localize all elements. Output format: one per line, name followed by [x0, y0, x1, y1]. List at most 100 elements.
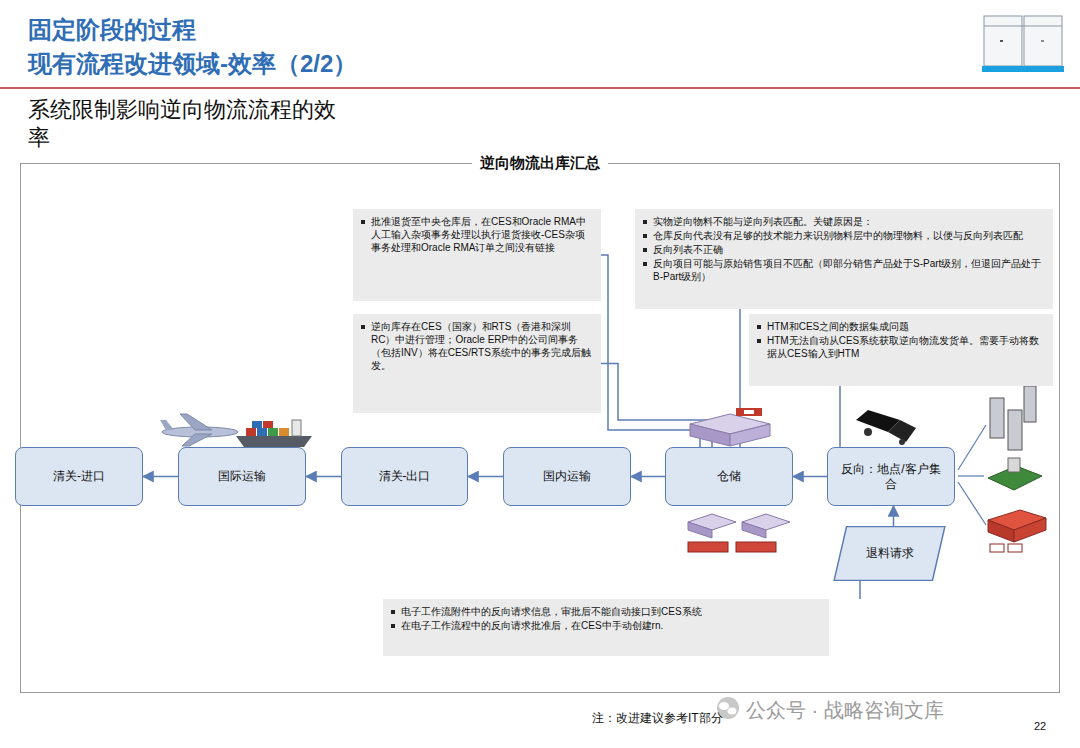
server-picture	[990, 386, 1036, 450]
issue-note: 批准退货至中央仓库后，在CES和Oracle RMA中人工输入杂项事务处理以执行…	[353, 209, 601, 301]
ship-picture	[236, 436, 312, 447]
truck-picture	[888, 420, 916, 442]
process-box: 国际运输	[178, 447, 306, 506]
slide-heading: 系统限制影响逆向物流流程的效率	[28, 96, 348, 151]
bullet-marker	[391, 624, 395, 628]
bullet-item: 反向项目可能与原始销售项目不匹配（即部分销售产品处于S-Part级别，但退回产品…	[643, 257, 1045, 283]
note-text: 实物逆向物料不能与逆向列表匹配。关键原因是：	[653, 215, 873, 228]
connector	[839, 386, 841, 447]
issue-note: 实物逆向物料不能与逆向列表匹配。关键原因是：仓库反向代表没有足够的技术能力来识别…	[635, 209, 1053, 309]
airplane-picture	[160, 414, 238, 446]
note-text: HTM和CES之间的数据集成问题	[767, 320, 909, 333]
pallet-picture	[688, 542, 728, 552]
ship-picture	[252, 421, 262, 428]
note-text: 反向项目可能与原始销售项目不匹配（即部分销售产品处于S-Part级别，但退回产品…	[653, 257, 1045, 283]
pallet-picture	[688, 514, 790, 552]
frame-heading: 逆向物流出库汇总	[472, 154, 608, 173]
airplane-picture	[182, 434, 212, 446]
node-label: 反向：地点/客户集合	[836, 462, 946, 492]
node-label: 国际运输	[218, 469, 266, 484]
issue-note: HTM和CES之间的数据集成问题HTM无法自动从CES系统获取逆向物流发货单。需…	[749, 314, 1053, 386]
parts-picture	[1008, 544, 1022, 552]
footnote: 注：改进建议参考IT部分	[592, 710, 723, 727]
process-box: 清关-进口	[15, 447, 143, 506]
parts-picture	[988, 520, 1014, 542]
source-leader-lines	[958, 475, 984, 476]
bullet-marker	[757, 339, 761, 343]
bullet-item: 反向列表不正确	[643, 243, 1045, 256]
node-label: 退料请求	[866, 545, 914, 562]
watermark: 公众号 · 战略咨询文库	[746, 697, 944, 724]
watermark-icon	[719, 702, 729, 710]
bullet-item: HTM无法自动从CES系统获取逆向物流发货单。需要手动将数据从CES输入到HTM	[757, 334, 1045, 360]
pallet-picture	[688, 522, 712, 538]
ship-picture	[257, 428, 267, 436]
bullet-item: 电子工作流附件中的反向请求信息，审批后不能自动接口到CES系统	[391, 605, 821, 618]
source-leader-lines	[958, 425, 986, 525]
ship-picture	[236, 420, 312, 447]
note-text: 电子工作流附件中的反向请求信息，审批后不能自动接口到CES系统	[401, 605, 702, 618]
connector	[143, 476, 178, 478]
server-picture	[1024, 386, 1036, 422]
ship-picture	[263, 421, 273, 428]
pallet-picture	[736, 542, 776, 552]
cabinet-icon	[1000, 40, 1003, 42]
ship-picture	[246, 428, 256, 436]
bullet-item: HTM和CES之间的数据集成问题	[757, 320, 1045, 333]
bullet-marker	[757, 325, 761, 329]
ship-picture	[292, 420, 301, 436]
node-label: 国内运输	[543, 469, 591, 484]
truck-picture	[856, 410, 916, 445]
airplane-picture	[160, 420, 174, 430]
note-text: 在电子工作流程中的反向请求批准后，在CES中手动创建rn.	[401, 619, 663, 632]
process-box: 反向：地点/客户集合	[827, 447, 955, 506]
building-picture	[988, 458, 1042, 490]
connector	[893, 506, 895, 526]
server-picture	[990, 398, 1004, 438]
cabinet-icon	[1024, 16, 1062, 66]
note-text: HTM无法自动从CES系统获取逆向物流发货单。需要手动将数据从CES输入到HTM	[767, 334, 1045, 360]
process-box: 清关-出口	[341, 447, 468, 506]
connector	[306, 476, 341, 478]
truck-picture	[899, 439, 905, 445]
airplane-picture	[180, 414, 212, 430]
cabinet-icon	[982, 16, 1064, 72]
page-number: 22	[1034, 720, 1046, 732]
pallet-picture	[742, 522, 766, 538]
note-text: 反向列表不正确	[653, 243, 723, 256]
slide-subtitle: 现有流程改进领域-效率（2/2）	[28, 48, 357, 80]
node-label: 清关-出口	[379, 469, 431, 484]
building-picture	[1008, 458, 1020, 472]
ship-picture	[268, 428, 278, 436]
warehouse-picture	[690, 424, 730, 446]
server-picture	[1008, 410, 1022, 450]
cabinet-icon	[984, 16, 1022, 66]
parts-picture	[988, 510, 1046, 552]
process-box: 国内运输	[503, 447, 631, 506]
node-label: 仓储	[717, 469, 741, 484]
parts-picture	[990, 544, 1004, 552]
issue-note: 电子工作流附件中的反向请求信息，审批后不能自动接口到CES系统在电子工作流程中的…	[383, 599, 829, 656]
truck-picture	[864, 428, 872, 436]
warehouse-picture	[744, 410, 754, 414]
connector	[631, 476, 665, 478]
warehouse-picture	[736, 408, 762, 416]
process-box: 仓储	[665, 447, 793, 506]
issue-note: 逆向库存在CES（国家）和RTS（香港和深圳RC）中进行管理；Oracle ER…	[353, 314, 601, 413]
bullet-marker	[643, 220, 647, 224]
bullet-item: 逆向库存在CES（国家）和RTS（香港和深圳RC）中进行管理；Oracle ER…	[361, 320, 593, 372]
connector	[859, 581, 861, 599]
node-label: 清关-进口	[53, 469, 105, 484]
bullet-marker	[643, 262, 647, 266]
request-parallelogram: 退料请求	[833, 526, 946, 581]
summary-frame: 逆向物流出库汇总批准退货至中央仓库后，在CES和Oracle RMA中人工输入杂…	[20, 163, 1060, 693]
bullet-item: 仓库反向代表没有足够的技术能力来识别物料层中的物理物料，以便与反向列表匹配	[643, 229, 1045, 242]
bullet-marker	[361, 220, 365, 224]
source-leader-lines	[958, 482, 986, 525]
cabinet-icon	[982, 66, 1064, 72]
cabinet-icon	[984, 26, 1062, 27]
note-text: 仓库反向代表没有足够的技术能力来识别物料层中的物理物料，以便与反向列表匹配	[653, 229, 1023, 242]
watermark-icon	[728, 708, 737, 715]
parallelogram-outline	[834, 527, 945, 581]
bullet-item: 实物逆向物料不能与逆向列表匹配。关键原因是：	[643, 215, 1045, 228]
